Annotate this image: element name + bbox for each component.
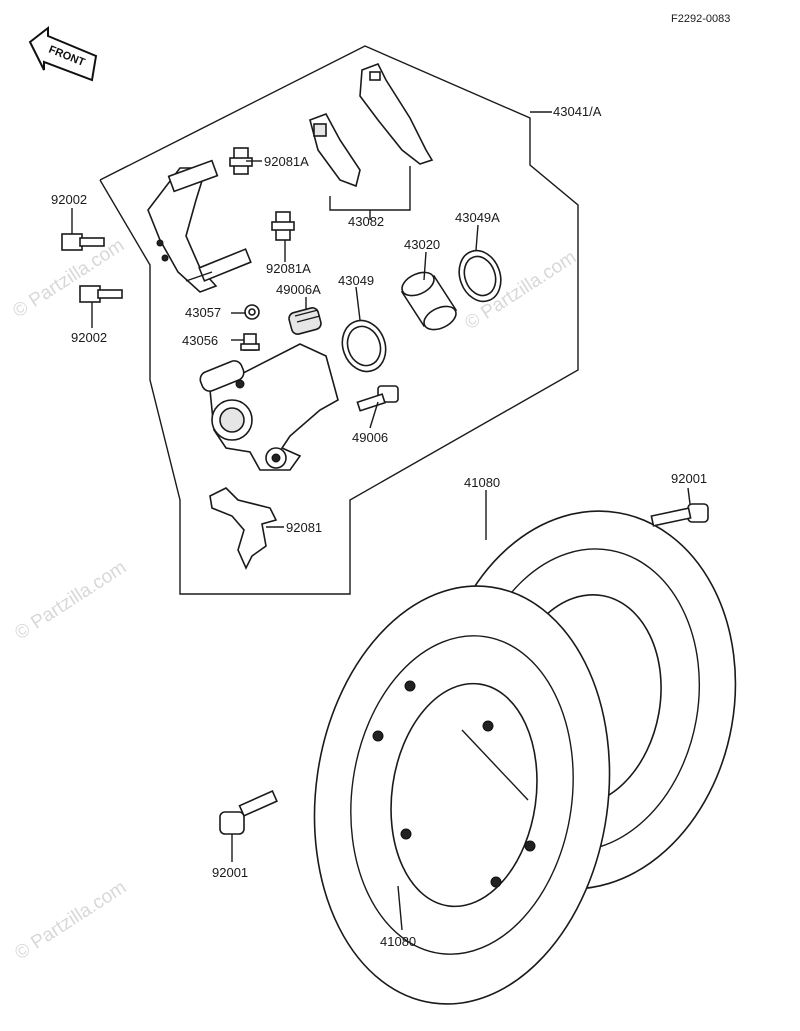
callout-92081: 92081 — [286, 520, 322, 535]
pad-retainer-pin-lower — [271, 211, 295, 241]
callout-92081A-lower: 92081A — [266, 261, 311, 276]
callout-43082: 43082 — [348, 214, 384, 229]
callout-41080-rear: 41080 — [464, 475, 500, 490]
callout-43057: 43057 — [185, 305, 221, 320]
callout-92002-lower: 92002 — [71, 330, 107, 345]
callout-41080-front: 41080 — [380, 934, 416, 949]
callout-92081A-upper: 92081A — [264, 154, 309, 169]
callout-49006: 49006 — [352, 430, 388, 445]
caliper-bracket — [147, 159, 252, 293]
watermark: © Partzilla.com — [11, 557, 130, 644]
callout-43049A: 43049A — [455, 210, 500, 225]
callout-92001-upper: 92001 — [671, 471, 707, 486]
caliper-assembly-outline — [99, 45, 579, 595]
piston-seal — [341, 319, 387, 373]
brake-pad-set — [309, 62, 434, 211]
callout-92002-upper: 92002 — [51, 192, 87, 207]
caliper-pin-bolt — [356, 385, 399, 412]
bleeder-valve — [240, 333, 260, 351]
callout-92001-lower: 92001 — [212, 865, 248, 880]
front-direction-arrow: FRONT — [28, 25, 98, 82]
disc-bolt-lower — [219, 790, 278, 835]
callout-43056: 43056 — [182, 333, 218, 348]
mounting-bolt-lower — [79, 285, 123, 303]
caliper-body — [199, 343, 339, 471]
callout-49006A: 49006A — [276, 282, 321, 297]
leader-lines — [71, 111, 691, 931]
dust-boot — [288, 307, 322, 335]
figure-code: F2292-0083 — [671, 13, 730, 25]
bleeder-cap — [244, 304, 260, 320]
pad-spring — [209, 487, 278, 570]
pad-retainer-pin-upper — [229, 147, 253, 175]
callout-43049: 43049 — [338, 273, 374, 288]
watermark: © Partzilla.com — [11, 877, 130, 964]
piston-seal-a — [458, 249, 502, 303]
caliper-piston — [400, 271, 458, 331]
callout-43041A: 43041/A — [553, 104, 602, 119]
callout-43020: 43020 — [404, 237, 440, 252]
brake-disc-front — [313, 585, 611, 1005]
disc-bolt-upper — [650, 503, 709, 527]
